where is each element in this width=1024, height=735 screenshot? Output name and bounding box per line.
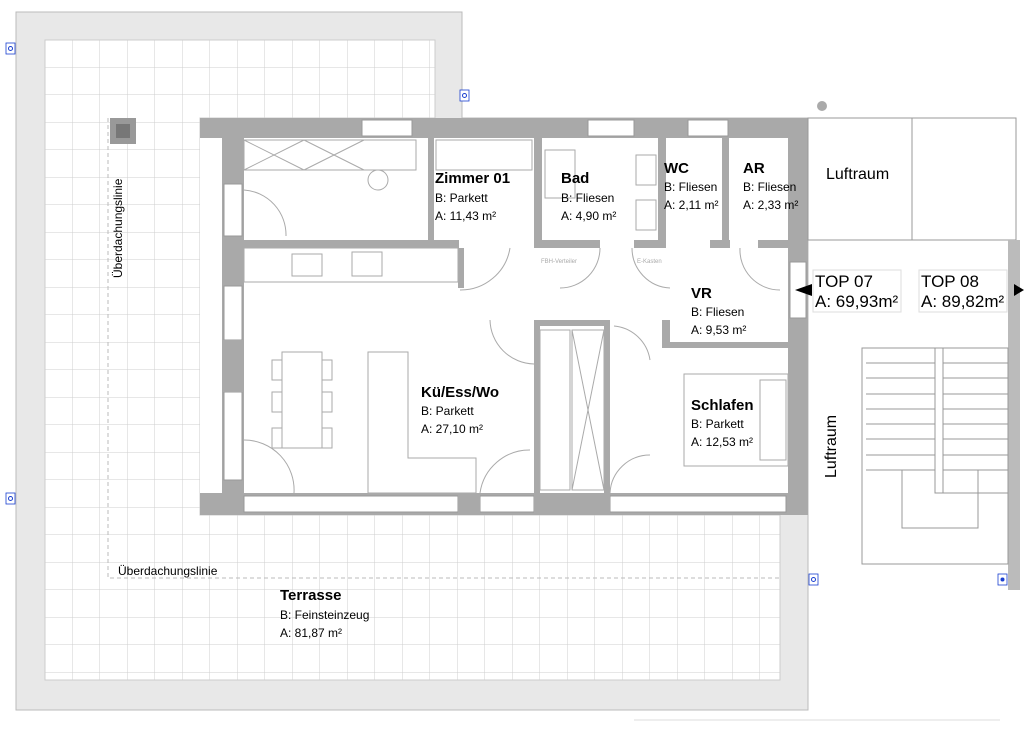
room-vr-area: A: 9,53 m² bbox=[691, 323, 746, 337]
arrow-left-icon bbox=[795, 284, 812, 296]
room-terrasse-area: A: 81,87 m² bbox=[280, 626, 342, 640]
unit-top07-name: TOP 07 bbox=[815, 272, 873, 291]
room-wc-name: WC bbox=[664, 160, 689, 177]
room-ar-floor: B: Fliesen bbox=[743, 180, 796, 194]
room-ar-name: AR bbox=[743, 160, 765, 177]
room-kueche-floor: B: Parkett bbox=[421, 404, 474, 418]
unit-top08-area: A: 89,82m² bbox=[921, 292, 1004, 311]
room-schlafen-floor: B: Parkett bbox=[691, 417, 744, 431]
unit-top07-area: A: 69,93m² bbox=[815, 292, 898, 311]
room-bad-area: A: 4,90 m² bbox=[561, 209, 616, 223]
roof-line-label-horizontal: Überdachungslinie bbox=[118, 564, 218, 578]
room-zimmer01-name: Zimmer 01 bbox=[435, 170, 510, 187]
room-bad-floor: B: Fliesen bbox=[561, 191, 614, 205]
room-schlafen-area: A: 12,53 m² bbox=[691, 435, 753, 449]
roof-line-label-vertical: Überdachungslinie bbox=[111, 178, 125, 278]
staircase bbox=[861, 347, 1009, 565]
room-vr-name: VR bbox=[691, 285, 712, 302]
ekasten-label: E-Kasten bbox=[637, 259, 662, 265]
room-schlafen-name: Schlafen bbox=[691, 397, 754, 414]
room-wc-floor: B: Fliesen bbox=[664, 180, 717, 194]
room-kueche-name: Kü/Ess/Wo bbox=[421, 384, 499, 401]
void-top-box bbox=[807, 117, 913, 241]
room-ar-area: A: 2,33 m² bbox=[743, 198, 798, 212]
room-kueche-area: A: 27,10 m² bbox=[421, 422, 483, 436]
arrow-right-icon bbox=[1014, 284, 1024, 296]
building-interior bbox=[244, 138, 788, 493]
interior-walls bbox=[222, 138, 788, 495]
room-terrasse-name: Terrasse bbox=[280, 587, 341, 604]
furniture bbox=[243, 139, 789, 494]
windows bbox=[223, 119, 807, 513]
room-wc-area: A: 2,11 m² bbox=[664, 198, 718, 212]
room-vr-floor: B: Fliesen bbox=[691, 305, 744, 319]
fbh-label: FBH-Verteiler bbox=[541, 259, 577, 265]
room-zimmer01-floor: B: Parkett bbox=[435, 191, 488, 205]
void-label-top: Luftraum bbox=[826, 166, 889, 183]
reference-point bbox=[817, 101, 827, 111]
room-terrasse-floor: B: Feinsteinzeug bbox=[280, 608, 369, 622]
unit-top08-name: TOP 08 bbox=[921, 272, 979, 291]
void-label-side: Luftraum bbox=[823, 415, 840, 478]
room-bad-name: Bad bbox=[561, 170, 589, 187]
room-zimmer01-area: A: 11,43 m² bbox=[435, 209, 496, 223]
